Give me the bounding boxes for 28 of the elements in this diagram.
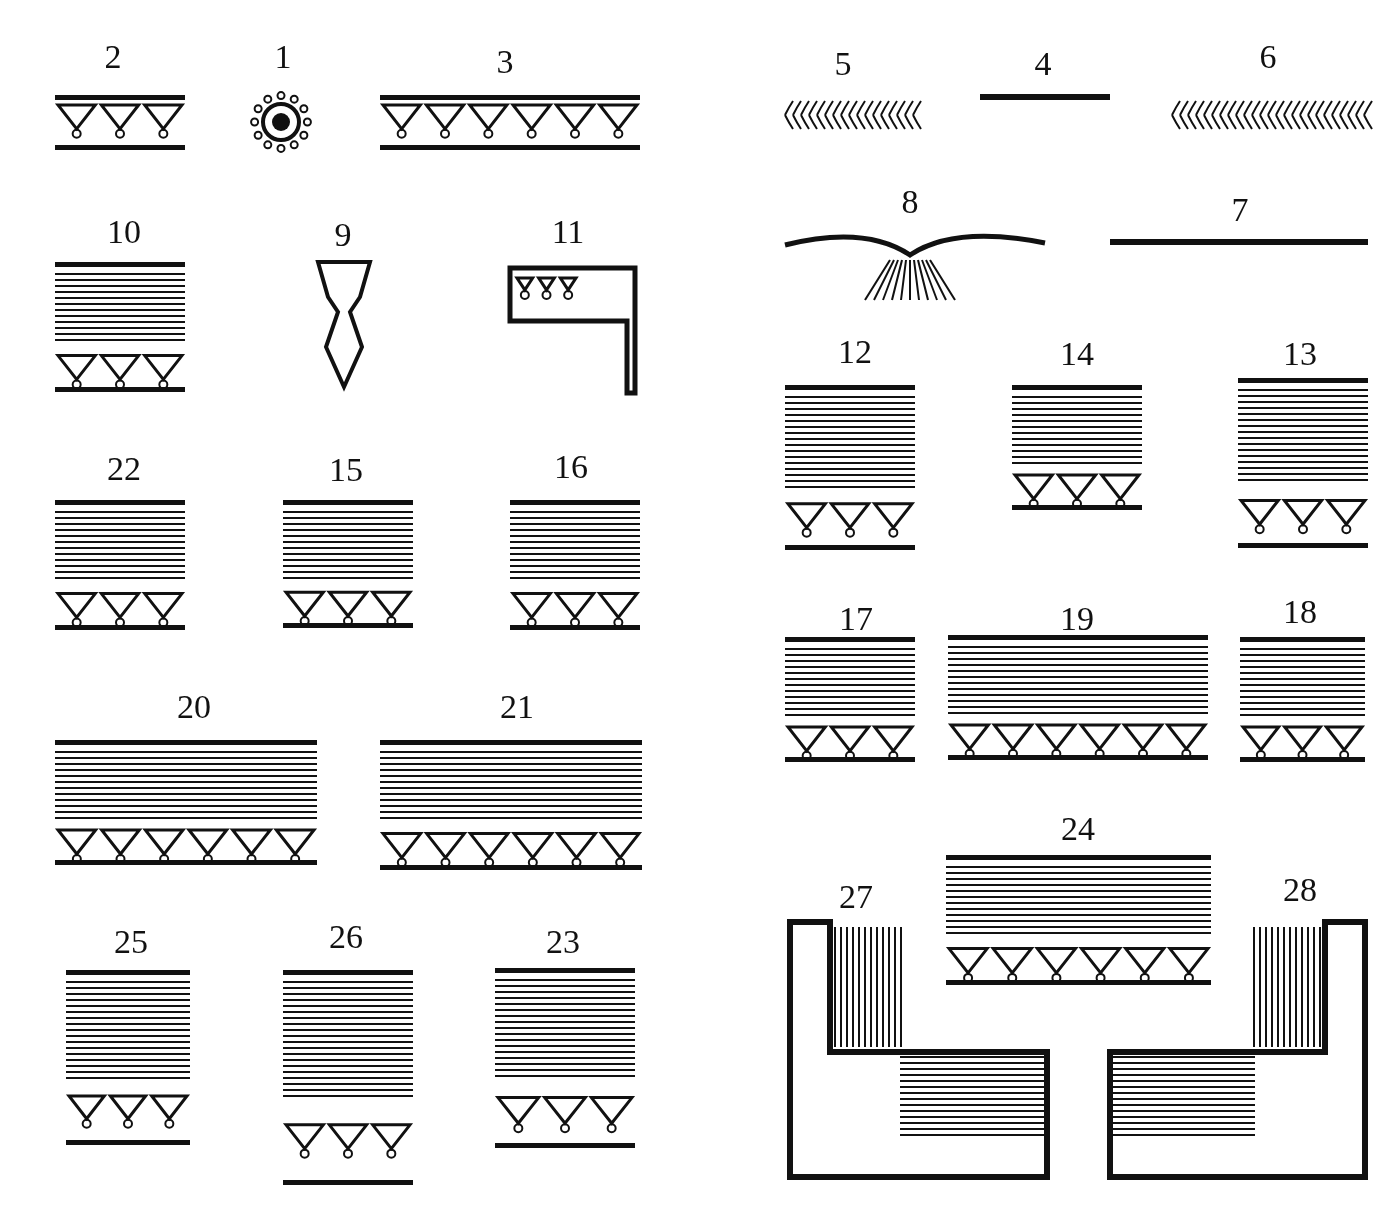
figure-number: 8 (901, 185, 919, 219)
figure-number: 12 (838, 335, 872, 369)
figure-number: 5 (834, 47, 852, 81)
figure-number: 4 (1034, 47, 1052, 81)
figure-number: 14 (1060, 337, 1094, 371)
figure-number: 21 (500, 690, 534, 724)
figure-number: 19 (1060, 602, 1094, 636)
figure-number: 1 (274, 40, 292, 74)
figure-number: 20 (177, 690, 211, 724)
figure-number: 9 (334, 218, 352, 252)
figure-number: 16 (554, 450, 588, 484)
figure-number: 17 (839, 602, 873, 636)
figure-number: 27 (839, 880, 873, 914)
figure-number: 6 (1259, 40, 1277, 74)
figure-number: 25 (114, 925, 148, 959)
figure-number: 22 (107, 452, 141, 486)
figure-number: 26 (329, 920, 363, 954)
figure-number: 2 (104, 40, 122, 74)
figure-number: 13 (1283, 337, 1317, 371)
figure-number: 24 (1061, 812, 1095, 846)
figure-number: 10 (107, 215, 141, 249)
figure-number: 23 (546, 925, 580, 959)
figure-number: 11 (551, 215, 585, 249)
figure-number: 18 (1283, 595, 1317, 629)
figure-number: 3 (496, 45, 514, 79)
figure-number: 15 (329, 453, 363, 487)
figure-number: 7 (1231, 193, 1249, 227)
figure-number: 28 (1283, 873, 1317, 907)
